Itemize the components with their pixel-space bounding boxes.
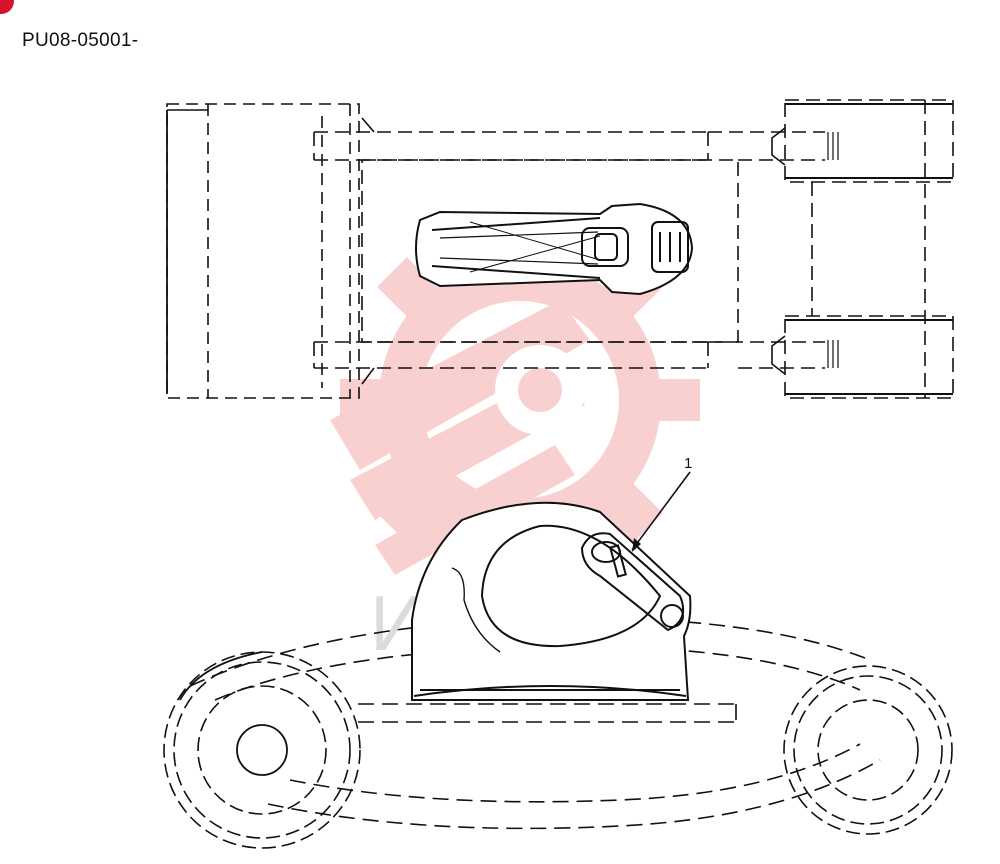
- side-view: [163, 471, 953, 849]
- component-top-view: [415, 202, 694, 296]
- callout-leader-1: [631, 471, 691, 552]
- top-view: [166, 99, 954, 399]
- component-side-view: [411, 501, 692, 701]
- callout-number-1: 1: [684, 455, 692, 472]
- left-wheel: [163, 651, 361, 849]
- right-wheel: [783, 665, 953, 835]
- document-code: PU08-05001-: [22, 30, 139, 51]
